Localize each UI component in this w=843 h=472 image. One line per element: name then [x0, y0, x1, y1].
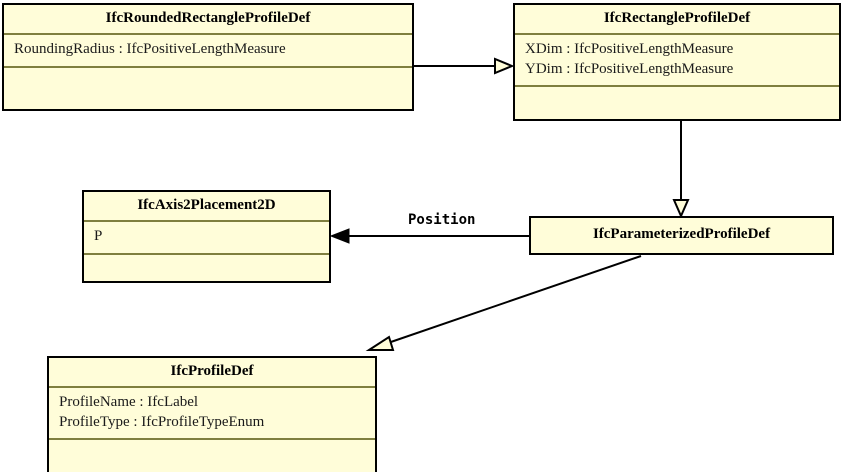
compartment-divider: [49, 386, 375, 388]
edge-roundedrect-to-rect: [414, 57, 515, 75]
operations-compartment: [515, 87, 839, 107]
compartment-divider: [4, 33, 412, 35]
edge-parameterized-to-axis2placement: [329, 228, 529, 244]
attributes-compartment: ProfileName : IfcLabel ProfileType : Ifc…: [49, 388, 375, 438]
class-title: IfcRectangleProfileDef: [603, 10, 751, 26]
class-box-ifc-axis2-placement-2d[interactable]: IfcAxis2Placement2D P: [82, 190, 331, 283]
attributes-compartment: P: [84, 222, 329, 253]
class-title: IfcParameterizedProfileDef: [592, 226, 771, 242]
compartment-divider: [4, 65, 412, 68]
operations-compartment: [84, 255, 329, 275]
attribute-row: ProfileName : IfcLabel: [59, 394, 199, 410]
compartment-divider: [49, 438, 375, 440]
class-box-ifc-rounded-rectangle-profile-def[interactable]: IfcRoundedRectangleProfileDef RoundingRa…: [2, 3, 414, 111]
attributes-compartment: XDim : IfcPositiveLengthMeasure YDim : I…: [515, 35, 839, 85]
edge-rect-to-parameterized: [672, 121, 690, 219]
attribute-row: YDim : IfcPositiveLengthMeasure: [525, 60, 734, 77]
attribute-row: ProfileType : IfcProfileTypeEnum: [59, 413, 265, 430]
operations-compartment: [4, 68, 412, 88]
class-title: IfcRoundedRectangleProfileDef: [105, 10, 311, 26]
edge-label-position: Position: [408, 212, 476, 228]
compartment-divider: [84, 252, 329, 255]
attribute-row: P: [94, 228, 103, 244]
class-title: IfcProfileDef: [170, 363, 254, 379]
class-box-ifc-parameterized-profile-def[interactable]: IfcParameterizedProfileDef: [529, 216, 834, 255]
class-title: IfcAxis2Placement2D: [137, 197, 276, 213]
compartment-divider: [84, 220, 329, 222]
edge-parameterized-to-profiledef: [365, 255, 642, 351]
attribute-row: XDim : IfcPositiveLengthMeasure: [525, 41, 734, 57]
operations-compartment: [49, 440, 375, 460]
class-box-ifc-rectangle-profile-def[interactable]: IfcRectangleProfileDef XDim : IfcPositiv…: [513, 3, 841, 121]
compartment-divider: [515, 33, 839, 35]
attributes-compartment: RoundingRadius : IfcPositiveLengthMeasur…: [4, 35, 412, 66]
attribute-row: RoundingRadius : IfcPositiveLengthMeasur…: [14, 41, 286, 57]
compartment-divider: [515, 85, 839, 87]
class-box-ifc-profile-def[interactable]: IfcProfileDef ProfileName : IfcLabel Pro…: [47, 356, 377, 472]
